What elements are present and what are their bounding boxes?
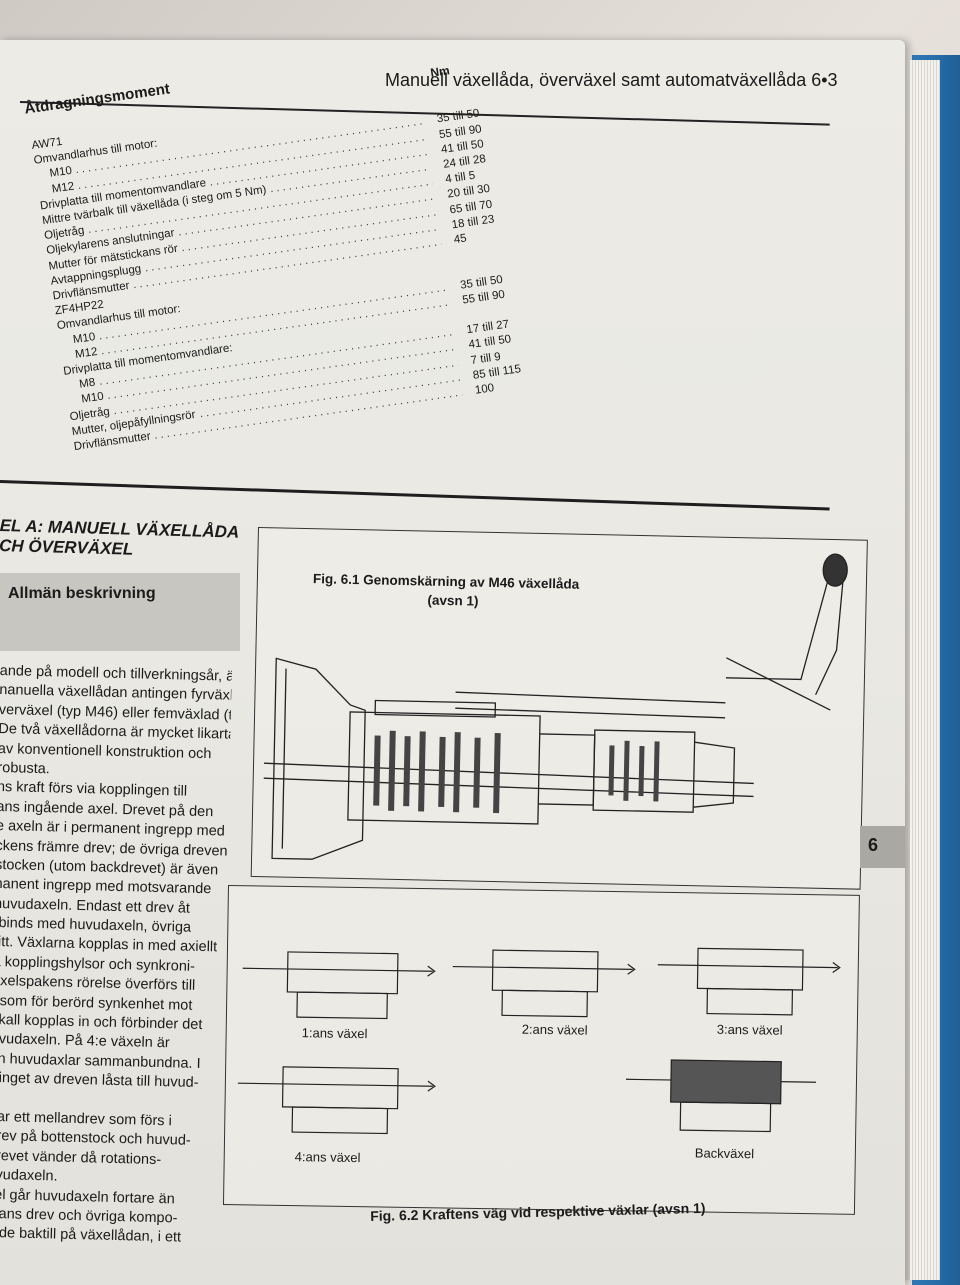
torque-row-label: M10 [48, 165, 73, 181]
torque-row-label: M12 [51, 180, 75, 196]
torque-row-label: M8 [78, 376, 97, 391]
figure-6-1: Fig. 6.1 Genomskärning av M46 växellåda … [250, 527, 868, 890]
label-4th-gear: 4:ans växel [294, 1149, 361, 1166]
section-title: EL A: MANUELL VÄXELLÅDA CH ÖVERVÄXEL [0, 516, 239, 563]
page-header: Manuell växellåda, överväxel samt automa… [385, 70, 838, 90]
page-stack-edge [910, 60, 940, 1280]
torque-row-value: 4 till 5 [444, 169, 477, 186]
label-3rd-gear: 3:ans växel [716, 1021, 783, 1038]
torque-row-label: M10 [80, 390, 105, 406]
subsection-box: Allmän beskrivning [0, 573, 240, 651]
torque-row-value: 45 [453, 232, 468, 247]
chapter-tab: 6 [860, 826, 905, 868]
torque-row-value: 7 till 9 [469, 350, 502, 367]
torque-unit-header: Nm [429, 63, 451, 80]
chapter-tab-label: 6 [868, 835, 879, 855]
torque-row-label: AW71 [30, 135, 64, 153]
torque-row-label: M12 [74, 345, 99, 361]
figure-6-2: 1:ans växel 2:ans växel 3:ans växel 4:an… [222, 885, 860, 1215]
subsection-title: Allmän beskrivning [8, 585, 156, 602]
torque-row-value: 100 [474, 382, 495, 397]
gearbox-cross-section-drawing [263, 553, 848, 860]
power-flow-diagrams [237, 947, 841, 1135]
label-1st-gear: 1:ans växel [301, 1025, 368, 1042]
torque-row-label: M10 [72, 330, 97, 346]
label-2nd-gear: 2:ans växel [521, 1021, 588, 1038]
label-reverse-gear: Backväxel [694, 1145, 755, 1162]
